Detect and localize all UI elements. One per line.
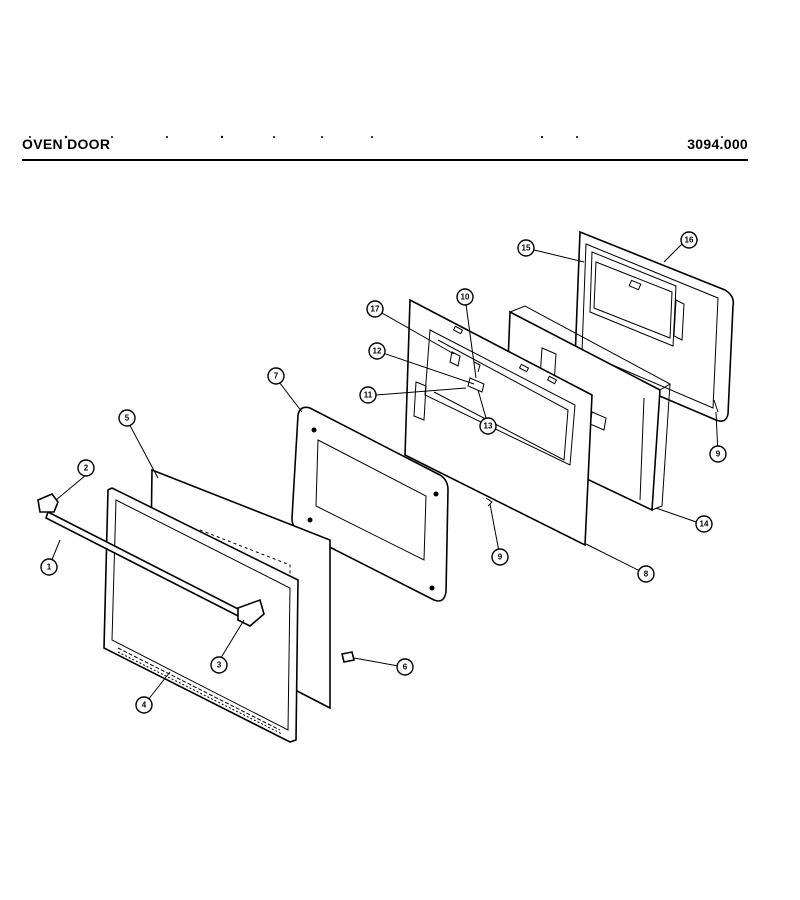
svg-text:6: 6 bbox=[403, 663, 408, 672]
callout-9-upper: 9 bbox=[709, 445, 727, 463]
svg-text:4: 4 bbox=[142, 701, 147, 710]
callout-11: 11 bbox=[359, 386, 377, 404]
svg-text:16: 16 bbox=[685, 236, 694, 245]
part-8-door-liner bbox=[404, 298, 593, 547]
callout-8: 8 bbox=[637, 565, 655, 583]
diagram-header: OVEN DOOR 3094.000 bbox=[22, 136, 748, 158]
callout-1: 1 bbox=[40, 558, 58, 576]
callout-16: 16 bbox=[680, 231, 698, 249]
svg-text:9: 9 bbox=[716, 450, 721, 459]
svg-text:13: 13 bbox=[484, 422, 493, 431]
svg-text:10: 10 bbox=[461, 293, 470, 302]
callout-4: 4 bbox=[135, 696, 153, 714]
callout-14: 14 bbox=[695, 515, 713, 533]
callout-17: 17 bbox=[366, 300, 384, 318]
callout-2: 2 bbox=[77, 459, 95, 477]
callout-15: 15 bbox=[517, 239, 535, 257]
hinge-bracket-parts bbox=[449, 351, 485, 393]
svg-text:5: 5 bbox=[125, 414, 130, 423]
svg-text:3: 3 bbox=[217, 661, 222, 670]
svg-text:15: 15 bbox=[522, 244, 531, 253]
svg-text:14: 14 bbox=[700, 520, 709, 529]
callout-12: 12 bbox=[368, 342, 386, 360]
callout-10: 10 bbox=[456, 288, 474, 306]
svg-text:8: 8 bbox=[644, 570, 649, 579]
header-specks bbox=[22, 126, 748, 139]
svg-text:2: 2 bbox=[84, 464, 89, 473]
svg-text:1: 1 bbox=[47, 563, 52, 572]
part-6-clip bbox=[341, 651, 355, 663]
callout-5: 5 bbox=[118, 409, 136, 427]
header-rule bbox=[22, 159, 748, 161]
svg-text:9: 9 bbox=[498, 553, 503, 562]
callout-3: 3 bbox=[210, 656, 228, 674]
callout-13: 13 bbox=[479, 417, 497, 435]
part-3-bracket bbox=[237, 598, 265, 627]
diagram-code: 3094.000 bbox=[687, 136, 748, 152]
svg-text:12: 12 bbox=[373, 347, 382, 356]
svg-text:7: 7 bbox=[274, 372, 279, 381]
callout-9-lower: 9 bbox=[491, 548, 509, 566]
callout-7: 7 bbox=[267, 367, 285, 385]
callout-6: 6 bbox=[396, 658, 414, 676]
part-4-outer-door-frame bbox=[103, 487, 299, 743]
page-title: OVEN DOOR bbox=[22, 136, 111, 152]
svg-text:17: 17 bbox=[371, 305, 380, 314]
part-2-end-cap bbox=[37, 493, 59, 513]
svg-text:11: 11 bbox=[364, 391, 373, 400]
part-9-screws bbox=[485, 399, 719, 507]
